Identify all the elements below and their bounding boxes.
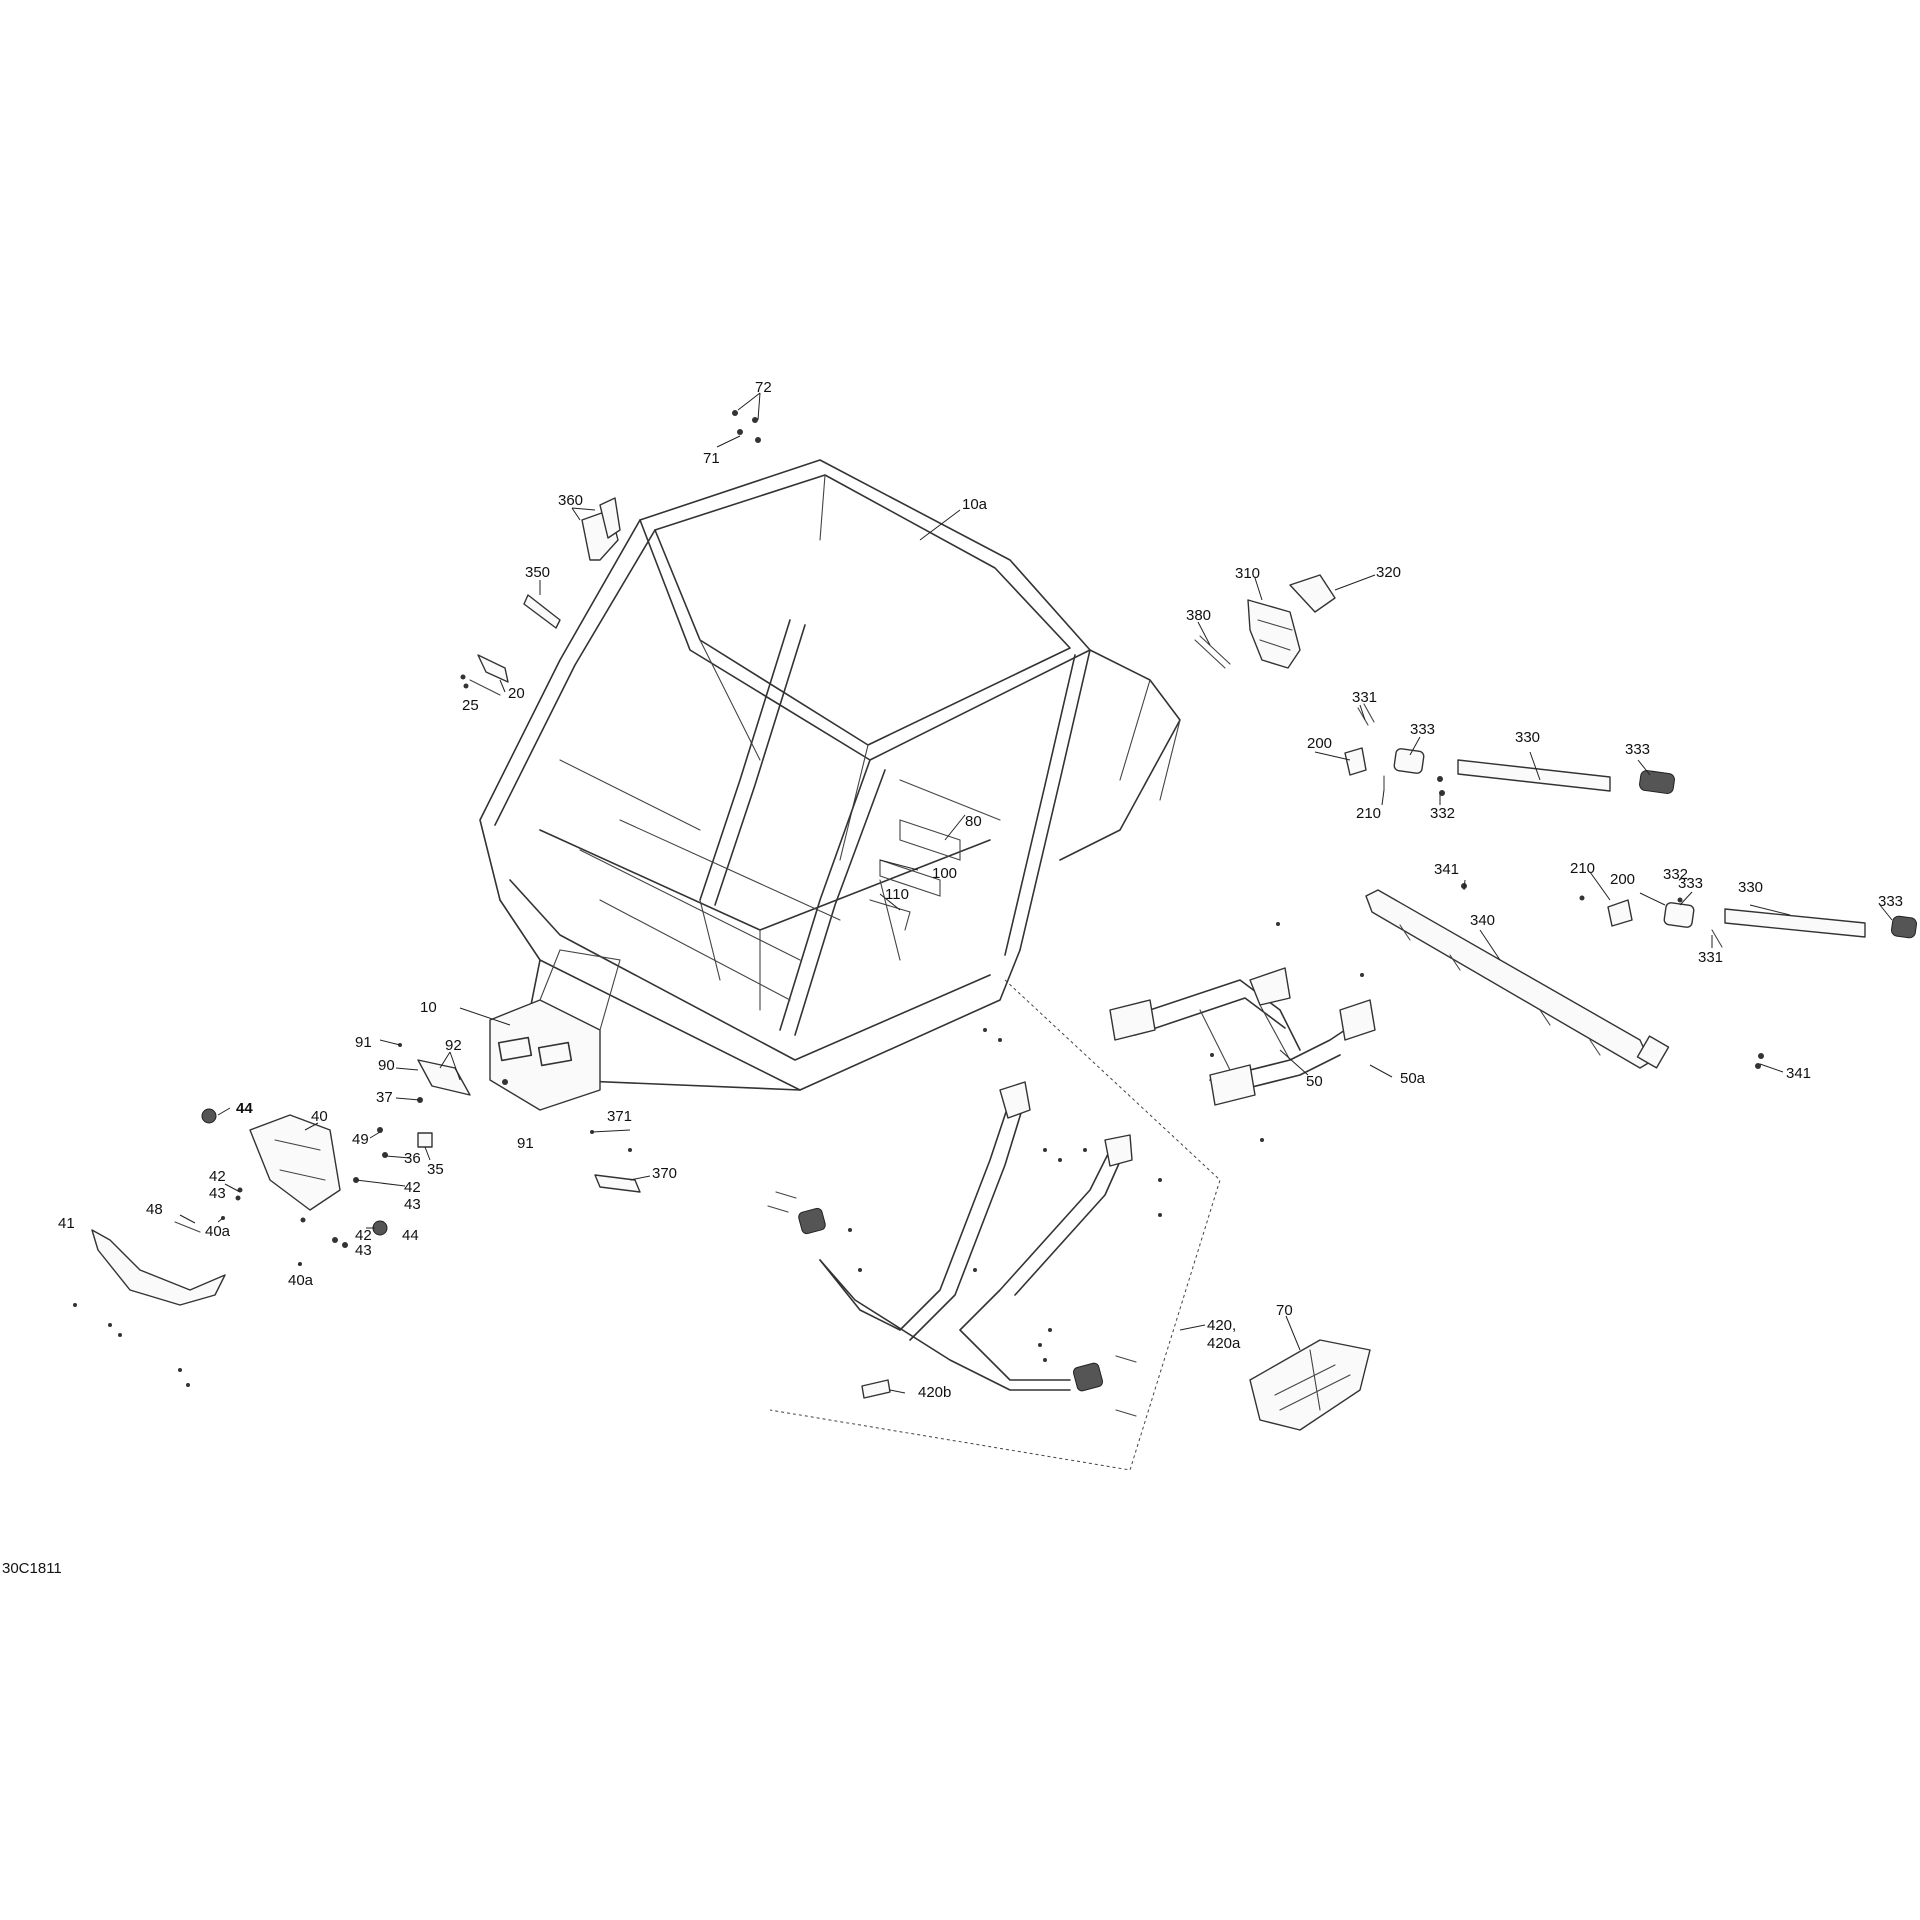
cross-tube-340 xyxy=(1365,883,1764,1069)
callout-44-upper: 44 xyxy=(236,1100,253,1117)
callout-40: 40 xyxy=(311,1108,328,1125)
callout-420b: 420b xyxy=(918,1384,951,1401)
callout-371: 371 xyxy=(607,1108,632,1125)
front-brackets xyxy=(73,1043,641,1387)
diagram-code: 30C1811 xyxy=(2,1560,62,1577)
callout-332-upper: 332 xyxy=(1430,805,1455,822)
callout-42-left: 42 xyxy=(209,1168,226,1185)
callout-49: 49 xyxy=(352,1131,369,1148)
callout-50a: 50a xyxy=(1400,1070,1426,1087)
callout-40a-lower: 40a xyxy=(288,1272,314,1289)
callout-10: 10 xyxy=(420,999,437,1016)
callout-35: 35 xyxy=(427,1161,444,1178)
seat-support-50 xyxy=(1109,922,1376,1142)
callout-40a-upper: 40a xyxy=(205,1223,231,1240)
callout-43-lower: 43 xyxy=(355,1242,372,1259)
callout-70: 70 xyxy=(1276,1302,1293,1319)
callout-72: 72 xyxy=(755,379,772,396)
callout-43-right: 43 xyxy=(404,1196,421,1213)
callout-50: 50 xyxy=(1306,1073,1323,1090)
callout-48: 48 xyxy=(146,1201,163,1218)
callout-110: 110 xyxy=(885,886,909,903)
callout-331-upper: 331 xyxy=(1352,689,1377,706)
leader-lines xyxy=(179,392,1893,1394)
callout-330-lower: 330 xyxy=(1738,879,1763,896)
callout-200-lower: 200 xyxy=(1610,871,1635,888)
callout-380: 380 xyxy=(1186,607,1211,624)
callout-331-lower: 331 xyxy=(1698,949,1723,966)
callout-360: 360 xyxy=(558,492,583,509)
callout-370: 370 xyxy=(652,1165,677,1182)
door-hinge-parts xyxy=(1344,703,1917,948)
callout-92: 92 xyxy=(445,1037,462,1054)
callout-200-upper: 200 xyxy=(1307,735,1332,752)
callout-20: 20 xyxy=(508,685,525,702)
callout-41: 41 xyxy=(58,1215,75,1232)
callout-36: 36 xyxy=(404,1150,421,1167)
callout-91-upper: 91 xyxy=(355,1034,372,1051)
callout-44-lower: 44 xyxy=(402,1227,419,1244)
callout-90: 90 xyxy=(378,1057,395,1074)
callout-80: 80 xyxy=(965,813,982,830)
callout-340: 340 xyxy=(1470,912,1495,929)
callout-10a: 10a xyxy=(962,496,988,513)
callout-71: 71 xyxy=(703,450,720,467)
callout-333-lower-right: 333 xyxy=(1878,893,1903,910)
parts-upper-right xyxy=(1194,574,1336,669)
callout-210-upper: 210 xyxy=(1356,805,1381,822)
callout-341-lower: 341 xyxy=(1786,1065,1811,1082)
callout-310: 310 xyxy=(1235,565,1260,582)
callout-333-lower-left: 333 xyxy=(1678,875,1703,892)
callout-420a: 420a xyxy=(1207,1335,1241,1352)
parts-upper-left xyxy=(460,410,761,696)
callout-330-upper: 330 xyxy=(1515,729,1540,746)
callout-42-lower: 42 xyxy=(355,1227,372,1244)
callout-42-right: 42 xyxy=(404,1179,421,1196)
callout-labels: 72 71 360 10a 350 310 320 380 25 20 331 … xyxy=(2,379,1903,1577)
main-frame xyxy=(479,459,1181,1111)
skid-plate-70 xyxy=(1249,1339,1371,1431)
callout-100: 100 xyxy=(932,865,957,882)
callout-333-upper-right: 333 xyxy=(1625,741,1650,758)
callout-341-upper: 341 xyxy=(1434,861,1459,878)
callout-333-upper-left: 333 xyxy=(1410,721,1435,738)
callout-25: 25 xyxy=(462,697,479,714)
callout-350: 350 xyxy=(525,564,550,581)
callout-420: 420, xyxy=(1207,1317,1236,1334)
callout-332-lower: 332 xyxy=(1663,866,1688,883)
lower-frame-420 xyxy=(767,979,1221,1471)
callout-320: 320 xyxy=(1376,564,1401,581)
callout-210-lower: 210 xyxy=(1570,860,1595,877)
callout-43-left: 43 xyxy=(209,1185,226,1202)
callout-91-lower: 91 xyxy=(517,1135,534,1152)
callout-37: 37 xyxy=(376,1089,393,1106)
